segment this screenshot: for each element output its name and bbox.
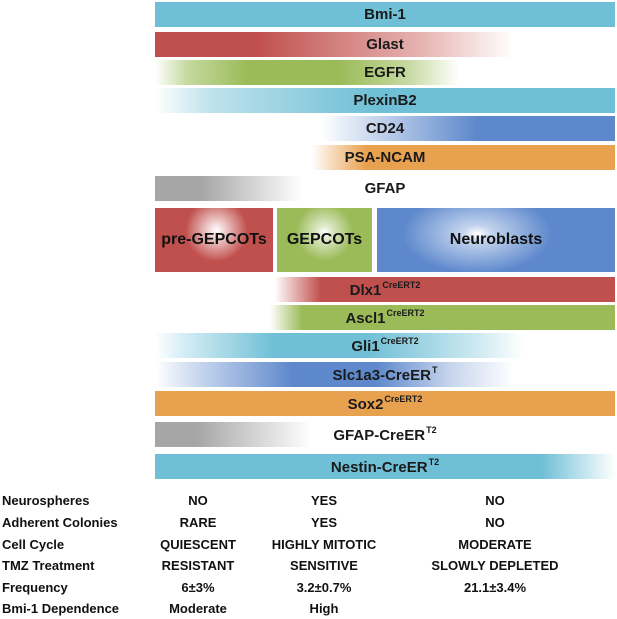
- population-pre-gepcots: pre-GEPCOTs: [155, 208, 273, 272]
- population-label: Neuroblasts: [449, 231, 543, 248]
- population-gepcots: GEPCOTs: [277, 208, 372, 272]
- marker-bar-plexinb2: PlexinB2: [155, 88, 615, 113]
- property-row-cell-cycle: Cell Cycle QUIESCENT HIGHLY MITOTIC MODE…: [2, 535, 614, 555]
- driver-label: Slc1a3-CreERT: [332, 364, 438, 384]
- property-label: TMZ Treatment: [2, 558, 95, 573]
- marker-bar-cd24: CD24: [155, 116, 615, 141]
- marker-label: PSA-NCAM: [344, 149, 426, 166]
- marker-label: Glast: [366, 36, 404, 53]
- value-neuroblasts: SLOWLY DEPLETED: [431, 558, 559, 573]
- value-pre-gepcots: Moderate: [169, 601, 227, 616]
- marker-bar-gfap: GFAP: [155, 176, 615, 201]
- driver-bar-sox2: Sox2CreERT2: [155, 391, 615, 416]
- driver-label: Nestin-CreERT2: [330, 456, 440, 476]
- value-neuroblasts: MODERATE: [458, 537, 532, 552]
- population-label: GEPCOTs: [286, 231, 363, 248]
- value-gepcots: High: [309, 601, 339, 616]
- driver-label: Ascl1CreERT2: [345, 307, 425, 327]
- property-row-frequency: Frequency 6±3% 3.2±0.7% 21.1±3.4%: [2, 578, 614, 598]
- marker-label: CD24: [365, 120, 405, 137]
- driver-bar-dlx1: Dlx1CreERT2: [155, 277, 615, 302]
- property-row-adherent-colonies: Adherent Colonies RARE YES NO: [2, 513, 614, 533]
- property-label: Neurospheres: [2, 493, 90, 508]
- property-label: Cell Cycle: [2, 537, 65, 552]
- property-row-tmz-treatment: TMZ Treatment RESISTANT SENSITIVE SLOWLY…: [2, 556, 614, 576]
- marker-label: PlexinB2: [353, 92, 417, 109]
- marker-bar-bmi1: Bmi-1: [155, 2, 615, 27]
- driver-bar-gfap: GFAP-CreERT2: [155, 422, 615, 447]
- property-label: Frequency: [2, 580, 68, 595]
- driver-bar-nestin: Nestin-CreERT2: [155, 454, 615, 479]
- driver-bar-gli1: Gli1CreERT2: [155, 333, 615, 358]
- driver-label: GFAP-CreERT2: [333, 424, 437, 444]
- property-row-bmi1-dependence: Bmi-1 Dependence Moderate High: [2, 599, 614, 619]
- population-label: pre-GEPCOTs: [161, 231, 267, 248]
- value-neuroblasts: 21.1±3.4%: [463, 580, 527, 595]
- driver-bar-ascl1: Ascl1CreERT2: [155, 305, 615, 330]
- value-neuroblasts: NO: [485, 515, 505, 530]
- marker-bar-glast: Glast: [155, 32, 615, 57]
- value-gepcots: 3.2±0.7%: [296, 580, 352, 595]
- value-pre-gepcots: NO: [188, 493, 208, 508]
- driver-label: Gli1CreERT2: [351, 335, 419, 355]
- value-pre-gepcots: QUIESCENT: [160, 537, 236, 552]
- value-gepcots: YES: [310, 515, 338, 530]
- marker-label: EGFR: [364, 64, 406, 81]
- value-pre-gepcots: 6±3%: [181, 580, 215, 595]
- driver-label: Dlx1CreERT2: [349, 279, 421, 299]
- value-gepcots: YES: [310, 493, 338, 508]
- property-row-neurospheres: Neurospheres NO YES NO: [2, 491, 614, 511]
- marker-bar-psa-ncam: PSA-NCAM: [155, 145, 615, 170]
- property-label: Bmi-1 Dependence: [2, 601, 120, 616]
- driver-label: Sox2CreERT2: [347, 393, 423, 413]
- value-pre-gepcots: RESISTANT: [161, 558, 235, 573]
- property-label: Adherent Colonies: [2, 515, 118, 530]
- value-pre-gepcots: RARE: [179, 515, 217, 530]
- marker-bar-egfr: EGFR: [155, 60, 615, 85]
- marker-label: Bmi-1: [364, 6, 406, 23]
- value-gepcots: HIGHLY MITOTIC: [271, 537, 377, 552]
- value-gepcots: SENSITIVE: [290, 558, 358, 573]
- driver-bar-slc1a3: Slc1a3-CreERT: [155, 362, 615, 387]
- marker-label: GFAP: [364, 180, 406, 197]
- value-neuroblasts: NO: [485, 493, 505, 508]
- population-neuroblasts: Neuroblasts: [377, 208, 615, 272]
